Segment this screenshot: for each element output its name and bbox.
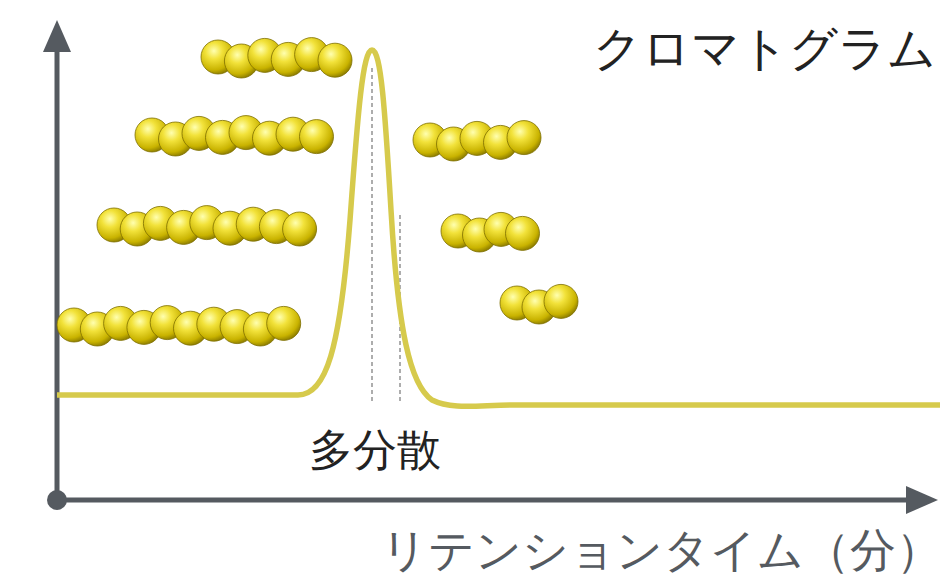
polymer-bead [507, 121, 541, 155]
axis-origin [47, 490, 67, 510]
polymer-bead [318, 43, 352, 77]
polymer-bead [506, 216, 540, 250]
peak-marker-line [371, 68, 372, 402]
polymer-bead [267, 306, 301, 340]
y-axis-arrowhead [43, 20, 71, 52]
axis-label: リテンションタイム（分） [381, 525, 942, 576]
polymer-bead [283, 212, 317, 246]
polymer-chains [57, 38, 578, 346]
peak-label: 多分散 [309, 426, 441, 474]
y-axis [55, 48, 60, 500]
chromatogram-curve [57, 50, 940, 406]
polymer-bead [544, 284, 578, 318]
polymer-bead [300, 120, 334, 154]
x-axis [57, 498, 910, 503]
x-axis-arrowhead [906, 486, 938, 514]
chart-title: クロマトグラム [593, 22, 936, 75]
